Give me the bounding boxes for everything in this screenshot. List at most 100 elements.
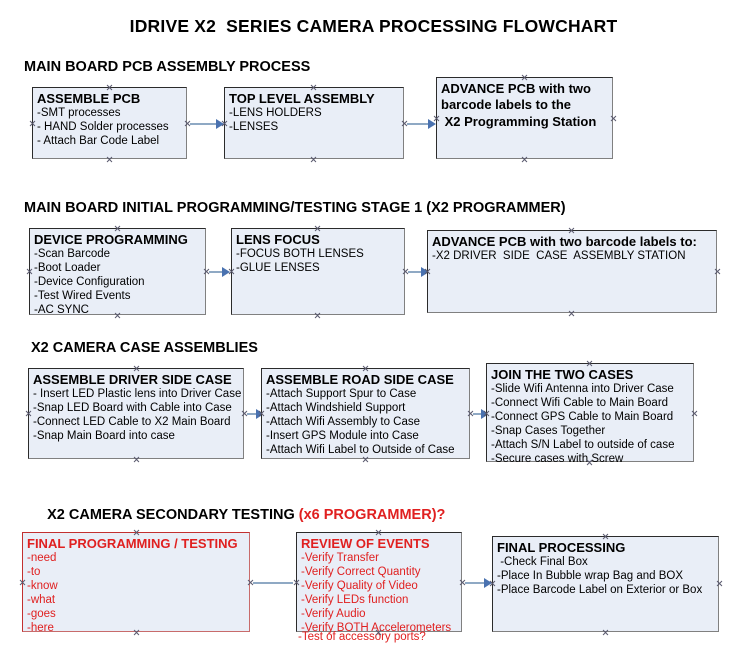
flow-box-title: ASSEMBLE ROAD SIDE CASE: [266, 372, 454, 387]
connection-handle-left[interactable]: [19, 579, 26, 586]
flow-box-line: -LENSES: [229, 121, 279, 133]
connection-handle-top[interactable]: [310, 84, 317, 91]
connection-handle-bottom[interactable]: [314, 312, 321, 319]
flow-box-title: ASSEMBLE PCB: [37, 91, 141, 106]
flow-box-top-level-assembly[interactable]: TOP LEVEL ASSEMBLY -LENS HOLDERS -LENSES: [224, 87, 404, 159]
flow-box-lens-focus[interactable]: LENS FOCUS -FOCUS BOTH LENSES -GLUE LENS…: [231, 228, 405, 315]
connection-handle-left[interactable]: [29, 120, 36, 127]
connection-handle-bottom[interactable]: [586, 459, 593, 466]
flow-box-assemble-road-side-case[interactable]: ASSEMBLE ROAD SIDE CASE -Attach Support …: [261, 368, 470, 459]
connection-handle-top[interactable]: [114, 225, 121, 232]
flow-box-overflow-line: -Test of accessory ports?: [298, 631, 426, 643]
flow-box-line: -Insert GPS Module into Case: [266, 430, 419, 442]
flow-box-advance-pcb-x2-programming-station[interactable]: ADVANCE PCB with two barcode labels to t…: [436, 77, 613, 159]
connection-handle-top[interactable]: [362, 365, 369, 372]
flow-box-line: -Place Barcode Label on Exterior or Box: [497, 584, 703, 596]
connector-arrow-head: [428, 119, 436, 129]
connection-handle-top[interactable]: [375, 529, 382, 536]
connection-handle-left[interactable]: [25, 410, 32, 417]
flow-box-line: -Test Wired Events: [34, 290, 131, 302]
flow-box-line: -Attach Wifi Label to Outside of Case: [266, 444, 455, 456]
flow-box-title: DEVICE PROGRAMMING: [34, 232, 188, 247]
flow-box-line: -Scan Barcode: [34, 248, 111, 260]
connection-handle-left[interactable]: [424, 268, 431, 275]
flow-box-title: ADVANCE PCB with two barcode labels to:: [432, 234, 697, 249]
connector-arrow-head: [484, 578, 492, 588]
connection-handle-left[interactable]: [489, 580, 496, 587]
connection-handle-bottom[interactable]: [106, 156, 113, 163]
connection-handle-bottom[interactable]: [568, 310, 575, 317]
flow-box-title: ADVANCE PCB with two: [441, 81, 591, 96]
flow-box-line: -Attach Wifi Assembly to Case: [266, 416, 421, 428]
section-heading-main-board-pcb-assembly: MAIN BOARD PCB ASSEMBLY PROCESS: [24, 59, 311, 75]
connector-arrow-line: [209, 271, 226, 273]
connection-handle-left[interactable]: [26, 268, 33, 275]
flow-box-line: -to: [27, 566, 41, 578]
connection-handle-right[interactable]: [610, 115, 617, 122]
flow-box-assemble-pcb[interactable]: ASSEMBLE PCB -SMT processes - HAND Solde…: [32, 87, 187, 159]
flow-box-final-programming-testing[interactable]: FINAL PROGRAMMING / TESTING -need -to -k…: [22, 532, 250, 634]
flow-box-line: -goes: [27, 608, 56, 620]
connection-handle-bottom[interactable]: [602, 629, 609, 636]
connection-handle-bottom[interactable]: [310, 156, 317, 163]
flow-box-assemble-driver-side-case[interactable]: ASSEMBLE DRIVER SIDE CASE - Insert LED P…: [28, 368, 244, 459]
connector-arrow-head: [216, 119, 224, 129]
page-title: IDRIVE X2 SERIES CAMERA PROCESSING FLOWC…: [129, 16, 618, 36]
connection-handle-top[interactable]: [568, 227, 575, 234]
connector-arrow-line: [253, 582, 293, 584]
flow-box-advance-pcb-driver-side-case[interactable]: ADVANCE PCB with two barcode labels to: …: [427, 230, 717, 313]
connection-handle-right[interactable]: [714, 268, 721, 275]
flow-box-line: -X2 DRIVER SIDE CASE ASSEMBLY STATION: [432, 250, 686, 262]
flow-box-line: -Verify Audio: [301, 608, 366, 620]
connector-arrow-line: [407, 123, 430, 125]
connection-handle-top[interactable]: [106, 84, 113, 91]
section-heading-accent: (x6 PROGRAMMER)?: [298, 507, 446, 523]
connection-handle-top[interactable]: [521, 74, 528, 81]
connection-handle-bottom[interactable]: [133, 629, 140, 636]
flow-box-line: -Slide Wifi Antenna into Driver Case: [491, 383, 674, 395]
flow-box-line: -Verify LEDs function: [301, 594, 409, 606]
flow-box-title: LENS FOCUS: [236, 232, 320, 247]
connection-handle-right[interactable]: [691, 410, 698, 417]
flow-box-line: -here: [27, 622, 54, 634]
connection-handle-bottom[interactable]: [521, 156, 528, 163]
flow-box-line: -Snap Cases Together: [491, 425, 606, 437]
flow-box-line: -AC SYNC: [34, 304, 89, 316]
connection-handle-right[interactable]: [716, 580, 723, 587]
connection-handle-left[interactable]: [221, 120, 228, 127]
flow-box-line: -SMT processes: [37, 107, 121, 119]
connection-handle-bottom[interactable]: [375, 629, 382, 636]
flow-box-final-processing[interactable]: FINAL PROCESSING -Check Final Box -Place…: [492, 536, 719, 632]
flow-box-join-the-two-cases[interactable]: JOIN THE TWO CASES -Slide Wifi Antenna i…: [486, 363, 694, 465]
connection-handle-top[interactable]: [133, 365, 140, 372]
connection-handle-top[interactable]: [586, 360, 593, 367]
flow-box-device-programming[interactable]: DEVICE PROGRAMMING -Scan Barcode -Boot L…: [29, 228, 206, 316]
flow-box-line: -Verify Transfer: [301, 552, 379, 564]
flow-box-line: -Snap Main Board into case: [33, 430, 175, 442]
connection-handle-left[interactable]: [228, 268, 235, 275]
connection-handle-left[interactable]: [433, 115, 440, 122]
connection-handle-top[interactable]: [133, 529, 140, 536]
flow-box-line: -Snap LED Board with Cable into Case: [33, 402, 232, 414]
connection-handle-top[interactable]: [602, 533, 609, 540]
connection-handle-top[interactable]: [314, 225, 321, 232]
flow-box-title: JOIN THE TWO CASES: [491, 367, 634, 382]
flow-box-review-of-events[interactable]: REVIEW OF EVENTS -Verify Transfer -Verif…: [296, 532, 462, 634]
section-heading-text: X2 CAMERA SECONDARY TESTING: [47, 507, 299, 523]
connection-handle-left[interactable]: [258, 410, 265, 417]
connection-handle-bottom[interactable]: [362, 456, 369, 463]
connection-handle-bottom[interactable]: [114, 312, 121, 319]
connector-arrow-head: [222, 267, 230, 277]
flow-box-line: -need: [27, 552, 57, 564]
flow-box-title: TOP LEVEL ASSEMBLY: [229, 91, 375, 106]
section-heading-x2-camera-case-assemblies: X2 CAMERA CASE ASSEMBLIES: [31, 340, 258, 356]
connection-handle-left[interactable]: [293, 579, 300, 586]
connection-handle-left[interactable]: [483, 410, 490, 417]
flow-box-line: -Boot Loader: [34, 262, 101, 274]
flow-box-line: - Attach Bar Code Label: [37, 135, 160, 147]
connector-arrow-line: [190, 123, 219, 125]
connection-handle-bottom[interactable]: [133, 456, 140, 463]
flow-box-line: -Connect Wifi Cable to Main Board: [491, 397, 669, 409]
connector-arrow-line: [465, 582, 487, 584]
